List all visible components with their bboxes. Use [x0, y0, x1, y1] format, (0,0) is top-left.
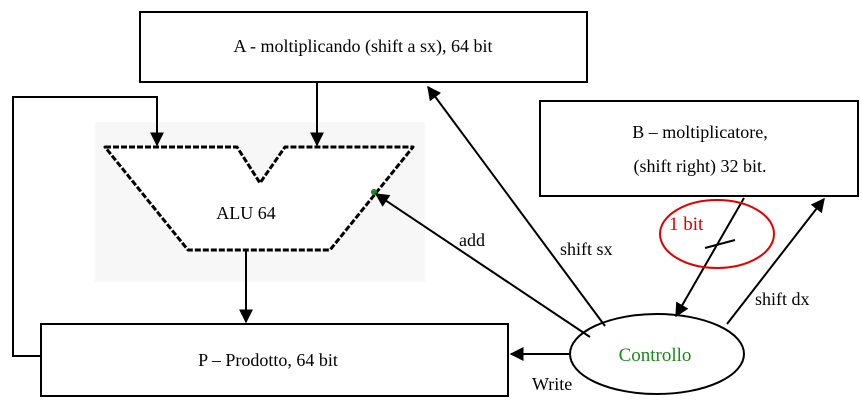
arrow-control-shift-sx	[427, 85, 606, 327]
alu-label: ALU 64	[216, 203, 276, 223]
signal-write: Write	[532, 374, 572, 394]
arrow-control-add	[374, 193, 591, 338]
register-a-label: A - moltiplicando (shift a sx), 64 bit	[234, 36, 493, 57]
register-b-box	[539, 100, 859, 197]
one-bit-highlight	[659, 199, 775, 269]
alu-shape	[103, 145, 415, 252]
register-a-box	[139, 11, 588, 83]
arrow-b-to-control	[675, 197, 745, 318]
arrow-control-shift-dx	[726, 197, 825, 325]
signal-shift-dx: shift dx	[755, 289, 810, 309]
arrow-p-feedback-to-alu	[12, 96, 164, 357]
control-label: Controllo	[619, 345, 692, 366]
register-p-label: P – Prodotto, 64 bit	[198, 350, 338, 370]
one-bit-slash	[704, 239, 736, 249]
signal-one-bit: 1 bit	[669, 214, 704, 235]
register-b-label-line1: B – moltiplicatore,	[632, 122, 767, 142]
signal-add: add	[459, 230, 485, 250]
register-b-label-line2: (shift right) 32 bit.	[634, 156, 767, 177]
register-p-box	[40, 323, 509, 397]
signal-shift-sx: shift sx	[560, 239, 613, 259]
